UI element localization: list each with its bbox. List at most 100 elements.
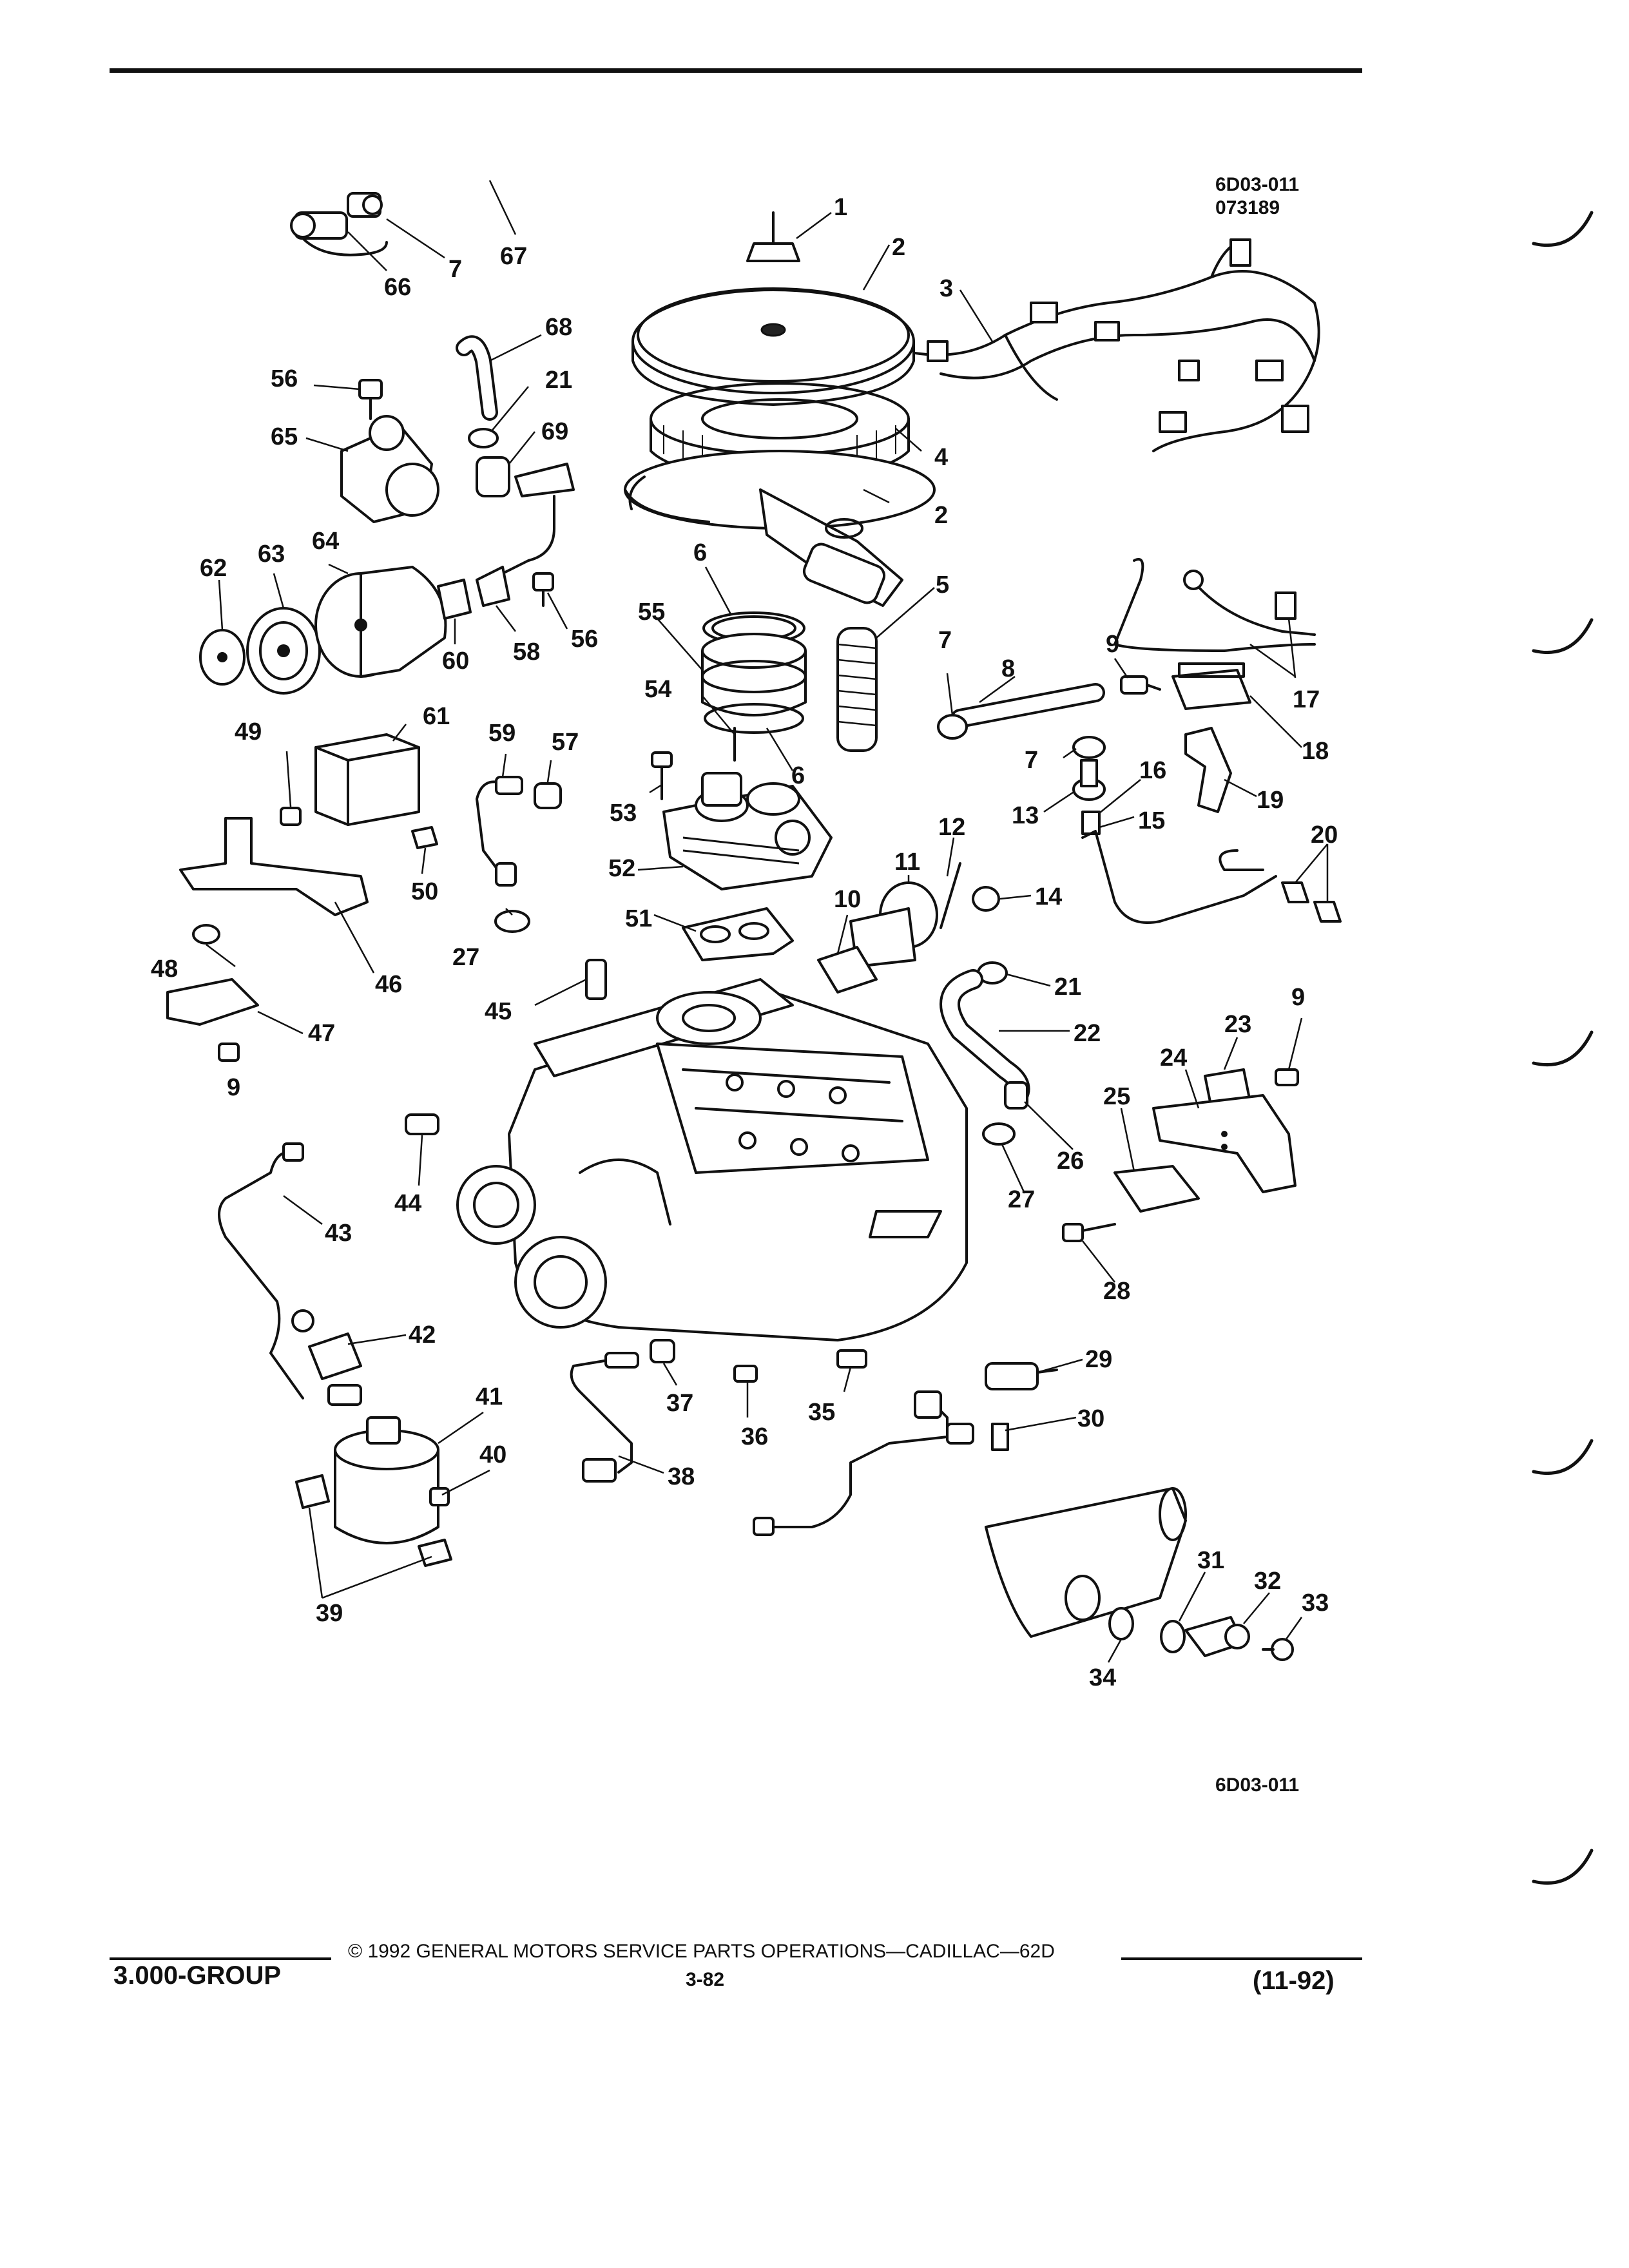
part-1-wing-nut: [746, 211, 800, 262]
part-20-clip: [1219, 849, 1342, 923]
part-61-module: [314, 733, 420, 826]
callout-23: 23: [1224, 1011, 1251, 1038]
callout-44: 44: [394, 1190, 421, 1217]
part-5-duct: [836, 627, 878, 752]
callout-22: 22: [1074, 1020, 1101, 1047]
callout-4: 4: [934, 444, 948, 471]
part-39-strap: [295, 1474, 452, 1567]
callout-32: 32: [1254, 1568, 1281, 1595]
engine-block: [456, 978, 968, 1341]
callout-2: 2: [892, 234, 905, 261]
figure-code-bottom: 6D03-011: [1215, 1774, 1299, 1796]
part-53-screw: [651, 751, 673, 800]
part-42-sensor: [291, 1309, 362, 1406]
part-49-screw: [280, 807, 302, 826]
part-19-bracket: [1184, 727, 1232, 813]
part-12-bolt: [940, 862, 961, 929]
callout-51: 51: [625, 905, 652, 932]
part-55-spacer: [701, 633, 807, 716]
callout-66: 66: [384, 274, 411, 301]
callout-49: 49: [235, 718, 262, 745]
part-56-bolt-a: [358, 379, 383, 420]
callout-9: 9: [1291, 984, 1305, 1011]
part-58-bracket: [476, 566, 510, 607]
figure-code-top: 6D03-011: [1215, 174, 1299, 195]
part-6-gasket-lower: [704, 703, 804, 734]
callout-64: 64: [312, 528, 339, 555]
callout-14: 14: [1035, 883, 1062, 910]
callout-65: 65: [271, 423, 298, 450]
footer-copyright: © 1992 GENERAL MOTORS SERVICE PARTS OPER…: [348, 1941, 1055, 1962]
callout-59: 59: [488, 720, 516, 747]
callout-67: 67: [500, 243, 527, 270]
callout-11: 11: [894, 849, 920, 876]
callout-26: 26: [1057, 1148, 1084, 1175]
part-30-pipe: [753, 1390, 1009, 1536]
part-65-pump: [340, 415, 439, 523]
part-57-cap: [534, 782, 562, 809]
part-46-bracket: [179, 817, 369, 916]
callout-6: 6: [791, 762, 805, 789]
callout-52: 52: [608, 855, 635, 882]
callout-9: 9: [1106, 631, 1119, 658]
part-24-bracket: [1152, 1094, 1296, 1193]
callout-46: 46: [375, 971, 402, 998]
callout-45: 45: [485, 998, 512, 1025]
part-47-module: [166, 978, 259, 1026]
callout-62: 62: [200, 555, 227, 582]
footer-page-number: 3-82: [686, 1969, 725, 1990]
footer-rule-right: [1121, 1957, 1362, 1960]
callout-34: 34: [1089, 1664, 1116, 1691]
part-28-bolt: [1062, 1223, 1116, 1242]
callout-2: 2: [934, 502, 948, 529]
callout-20: 20: [1311, 822, 1338, 849]
footer-rule-left: [110, 1957, 331, 1960]
callout-9: 9: [227, 1074, 240, 1101]
part-44-sensor: [405, 1113, 439, 1135]
callout-5: 5: [936, 572, 949, 599]
callout-15: 15: [1138, 807, 1165, 834]
callout-30: 30: [1077, 1405, 1104, 1432]
binding-marks: [1532, 211, 1594, 1885]
callout-54: 54: [644, 676, 671, 703]
part-59-hose: [476, 776, 523, 887]
callout-6: 6: [693, 539, 707, 566]
callout-7: 7: [1025, 747, 1038, 774]
leader-lines: [206, 180, 1329, 1663]
callout-7: 7: [938, 627, 952, 654]
callout-7: 7: [448, 256, 462, 283]
part-9-sensor-c: [218, 1043, 240, 1062]
callout-60: 60: [442, 648, 469, 675]
part-38-oxygen-sensor: [570, 1352, 639, 1483]
part-31-seal: [1160, 1620, 1186, 1653]
part-52-throttle-body: [662, 772, 833, 890]
footer-group: 3.000-GROUP: [113, 1961, 282, 1990]
part-43-pipe: [218, 1142, 304, 1399]
callout-40: 40: [479, 1441, 506, 1468]
part-17-tube-assembly: [1113, 558, 1316, 652]
part-8-hose: [950, 683, 1105, 728]
callout-27: 27: [1008, 1186, 1035, 1213]
part-64-pump: [314, 566, 447, 678]
callout-68: 68: [545, 314, 572, 341]
part-14-nut: [972, 886, 1000, 912]
part-2-air-cleaner-housing: [624, 450, 936, 607]
callout-47: 47: [308, 1020, 335, 1047]
callout-33: 33: [1302, 1590, 1329, 1617]
callout-37: 37: [666, 1390, 693, 1417]
callout-50: 50: [411, 878, 438, 905]
transmission-extension: [985, 1487, 1187, 1638]
part-37-plug: [650, 1339, 675, 1363]
part-33-bolt: [1262, 1638, 1294, 1661]
callout-57: 57: [552, 729, 579, 756]
part-62-hub: [199, 629, 246, 686]
callout-56: 56: [571, 626, 598, 653]
part-48-grommet: [192, 924, 220, 945]
part-50-clip: [411, 826, 438, 849]
callout-21: 21: [1054, 974, 1081, 1001]
part-25-module: [1113, 1165, 1200, 1213]
callout-53: 53: [610, 800, 637, 827]
callout-36: 36: [741, 1423, 768, 1450]
part-7-clamp-a: [937, 714, 968, 740]
